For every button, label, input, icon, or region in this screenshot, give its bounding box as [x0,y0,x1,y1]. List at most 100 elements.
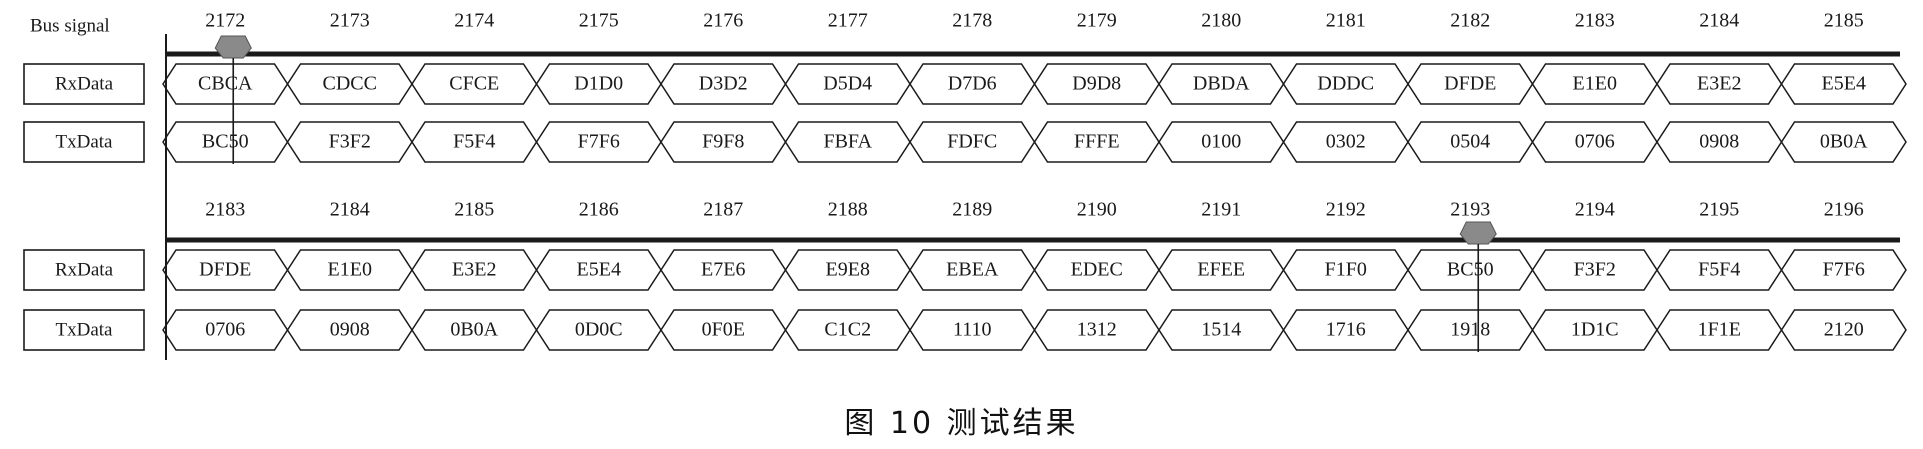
cycle-number: 2182 [1450,10,1490,32]
cycle-number: 2183 [1575,10,1615,32]
cycle-number: 2189 [952,199,992,221]
data-value: DDDC [1317,73,1374,95]
data-cell [1780,121,1907,163]
bus-signal-label: Bus signal [30,15,110,36]
signal-label-box [23,121,145,163]
data-value: 1918 [1450,319,1490,341]
data-value: 0706 [205,319,245,341]
data-value: 1312 [1077,319,1117,341]
data-value: E7E6 [701,259,745,281]
data-value: D7D6 [948,73,997,95]
cycle-number: 2193 [1450,199,1490,221]
data-value: 1110 [953,319,992,341]
time-cursor-marker[interactable] [214,35,252,59]
cycle-number: 2194 [1575,199,1615,221]
data-value: D3D2 [699,73,748,95]
data-value: F5F4 [1698,259,1740,281]
cycle-number: 2186 [579,199,619,221]
cycle-number: 2180 [1201,10,1241,32]
txdata-label: TxData [56,131,114,152]
cycle-number: 2188 [828,199,868,221]
data-cell [1780,309,1907,351]
data-value: 0B0A [1820,131,1868,153]
cycle-number: 2179 [1077,10,1117,32]
cycle-number: 2187 [703,199,743,221]
data-value: F7F6 [1823,259,1865,281]
data-value: D5D4 [823,73,872,95]
cycle-number: 2185 [454,199,494,221]
data-value: EFEE [1197,259,1245,281]
cycle-number: 2172 [205,10,245,32]
data-value: 2120 [1824,319,1864,341]
rxdata-label: RxData [55,73,114,94]
data-value: E5E4 [1822,73,1866,95]
data-value: BC50 [1447,259,1494,281]
cycle-number: 2195 [1699,199,1739,221]
data-value: DBDA [1193,73,1250,95]
cycle-number: 2176 [703,10,743,32]
cycle-number: 2175 [579,10,619,32]
data-value: F1F0 [1325,259,1367,281]
data-value: 1716 [1326,319,1366,341]
cycle-number: 2173 [330,10,370,32]
data-value: 1514 [1201,319,1241,341]
cycle-number: 2196 [1824,199,1864,221]
data-value: F7F6 [578,131,620,153]
data-value: 0100 [1201,131,1241,153]
cycle-number: 2184 [330,199,370,221]
cycle-number: 2191 [1201,199,1241,221]
data-value: F5F4 [453,131,495,153]
data-value: E3E2 [452,259,496,281]
time-cursor-marker[interactable] [1459,221,1497,245]
data-value: BC50 [202,131,249,153]
data-value: 0F0E [702,319,745,341]
txdata-label: TxData [56,319,114,340]
data-value: 0B0A [450,319,498,341]
data-value: 0D0C [575,319,623,341]
cycle-number: 2183 [205,199,245,221]
cycle-number: 2177 [828,10,868,32]
data-value: E1E0 [328,259,372,281]
cycle-number: 2190 [1077,199,1117,221]
signal-label-box [23,63,145,105]
data-value: 0908 [1699,131,1739,153]
data-value: F9F8 [702,131,744,153]
data-value: DFDE [199,259,251,281]
data-value: 0706 [1575,131,1615,153]
data-value: F3F2 [329,131,371,153]
data-value: D9D8 [1072,73,1121,95]
data-value: DFDE [1444,73,1496,95]
data-value: CDCC [323,73,377,95]
data-value: E5E4 [577,259,621,281]
data-value: E3E2 [1697,73,1741,95]
data-cell [1780,249,1907,291]
figure-caption: 图 10 测试结果 [844,406,1079,441]
cycle-number: 2184 [1699,10,1739,32]
data-value: CFCE [449,73,499,95]
cycle-number: 2174 [454,10,494,32]
data-value: 0908 [330,319,370,341]
data-value: 0504 [1450,131,1490,153]
signal-label-box [23,309,145,351]
data-value: FDFC [947,131,997,153]
data-value: FBFA [823,131,872,153]
data-value: EBEA [946,259,999,281]
data-value: F3F2 [1574,259,1616,281]
data-cell [1780,63,1907,105]
data-value: EDEC [1071,259,1123,281]
signal-label-box [23,249,145,291]
cycle-number: 2192 [1326,199,1366,221]
data-value: E9E8 [826,259,870,281]
data-value: 1D1C [1571,319,1619,341]
data-value: 1F1E [1698,319,1741,341]
data-value: C1C2 [824,319,871,341]
data-value: 0302 [1326,131,1366,153]
cycle-number: 2181 [1326,10,1366,32]
data-value: D1D0 [574,73,623,95]
data-value: CBCA [198,73,253,95]
rxdata-label: RxData [55,259,114,280]
cycle-number: 2185 [1824,10,1864,32]
data-value: FFFE [1074,131,1120,153]
data-value: E1E0 [1573,73,1617,95]
